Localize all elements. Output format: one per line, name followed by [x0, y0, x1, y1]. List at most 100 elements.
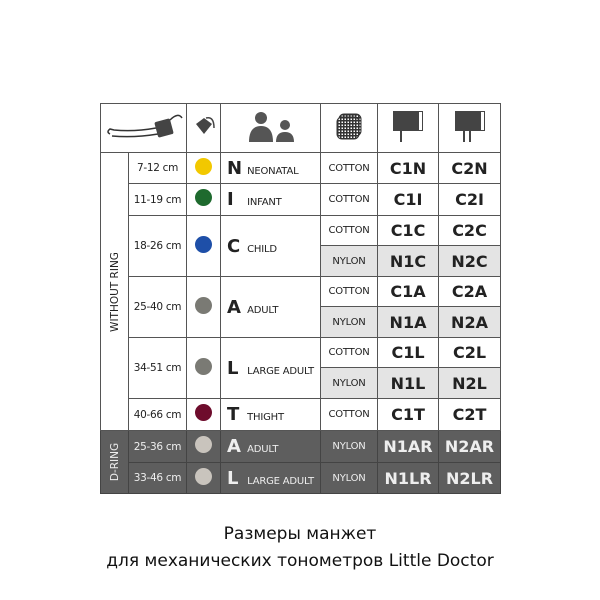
single-tube-code: N1C: [377, 245, 439, 277]
size-name: LARGE ADULT: [247, 475, 314, 487]
caption-subtitle: для механических тонометров Little Docto…: [106, 551, 494, 571]
circumference-range: 33-46 cm: [128, 462, 187, 494]
group-label: WITHOUT RING: [108, 251, 121, 332]
group-label-cell: D-RING: [100, 430, 129, 494]
size-name: ADULT: [247, 304, 279, 316]
double-tube-code: C2T: [438, 398, 501, 431]
double-tube-code: C2I: [438, 183, 501, 216]
single-tube-code: N1LR: [377, 462, 439, 494]
color-dot-cell: [186, 215, 221, 277]
single-tube-code: C1A: [377, 276, 439, 307]
circumference-range: 25-36 cm: [128, 430, 187, 463]
circumference-range: 40-66 cm: [128, 398, 187, 431]
single-tube-code: C1T: [377, 398, 439, 431]
size-name: LARGE ADULT: [247, 365, 314, 377]
color-dot-cell: [186, 398, 221, 431]
size-letter: I: [227, 189, 234, 210]
single-tube-code: C1N: [377, 152, 439, 184]
material: NYLON: [320, 430, 378, 463]
double-tube-code: N2LR: [438, 462, 501, 494]
double-tube-code: C2A: [438, 276, 501, 307]
size-name: CHILD: [247, 243, 277, 255]
single-tube-cuff-icon: [377, 103, 439, 153]
material: COTTON: [320, 183, 378, 216]
material: COTTON: [320, 276, 378, 307]
color-dot-cell: [186, 337, 221, 399]
double-tube-code: N2C: [438, 245, 501, 277]
size-category: A ADULT: [220, 430, 321, 463]
double-tube-code: N2L: [438, 367, 501, 399]
color-dot-icon: [195, 404, 212, 421]
circumference-range: 7-12 cm: [128, 152, 187, 184]
size-category: I INFANT: [220, 183, 321, 216]
single-tube-code: N1L: [377, 367, 439, 399]
header-row: [100, 103, 501, 153]
color-dot-cell: [186, 276, 221, 338]
material: COTTON: [320, 337, 378, 368]
single-tube-code: N1A: [377, 306, 439, 338]
double-tube-code: C2N: [438, 152, 501, 184]
color-dot-cell: [186, 183, 221, 216]
arm-cuff-icon: [100, 103, 187, 153]
single-tube-code: C1I: [377, 183, 439, 216]
size-letter: L: [227, 357, 239, 379]
circumference-range: 11-19 cm: [128, 183, 187, 216]
size-category: N NEONATAL: [220, 152, 321, 184]
material: NYLON: [320, 462, 378, 494]
color-bucket-icon: [186, 103, 221, 153]
color-dot-icon: [195, 157, 212, 175]
size-category: L LARGE ADULT: [220, 462, 321, 494]
color-dot-icon: [195, 296, 212, 314]
color-dot-cell: [186, 152, 221, 184]
single-tube-code: C1C: [377, 215, 439, 246]
material: COTTON: [320, 398, 378, 431]
color-dot-icon: [195, 235, 212, 253]
material: NYLON: [320, 245, 378, 277]
color-dot-icon: [195, 436, 212, 453]
size-category: T THIGHT: [220, 398, 321, 431]
size-letter: T: [227, 404, 240, 425]
material: COTTON: [320, 152, 378, 184]
color-dot-icon: [195, 357, 212, 375]
size-letter: C: [227, 235, 241, 257]
material: COTTON: [320, 215, 378, 246]
size-letter: A: [227, 296, 241, 318]
double-tube-code: N2AR: [438, 430, 501, 463]
size-category: A ADULT: [220, 276, 321, 338]
group-label-cell: WITHOUT RING: [100, 152, 129, 431]
circumference-range: 34-51 cm: [128, 337, 187, 399]
color-dot-icon: [195, 467, 212, 485]
size-name: ADULT: [247, 444, 279, 455]
double-tube-code: C2C: [438, 215, 501, 246]
size-category: C CHILD: [220, 215, 321, 277]
size-letter: L: [227, 467, 239, 489]
size-name: NEONATAL: [247, 165, 299, 177]
group-label: D-RING: [108, 442, 121, 482]
double-tube-code: C2L: [438, 337, 501, 368]
color-dot-cell: [186, 430, 221, 463]
material: NYLON: [320, 306, 378, 338]
size-category: L LARGE ADULT: [220, 337, 321, 399]
caption-title: Размеры манжет: [223, 524, 377, 544]
fabric-mesh-icon: [320, 103, 378, 153]
size-name: INFANT: [247, 197, 282, 208]
color-dot-cell: [186, 462, 221, 494]
single-tube-code: C1L: [377, 337, 439, 368]
size-letter: A: [227, 436, 241, 457]
size-letter: N: [227, 157, 243, 179]
single-tube-code: N1AR: [377, 430, 439, 463]
material: NYLON: [320, 367, 378, 399]
double-tube-cuff-icon: [438, 103, 501, 153]
circumference-range: 18-26 cm: [128, 215, 187, 277]
